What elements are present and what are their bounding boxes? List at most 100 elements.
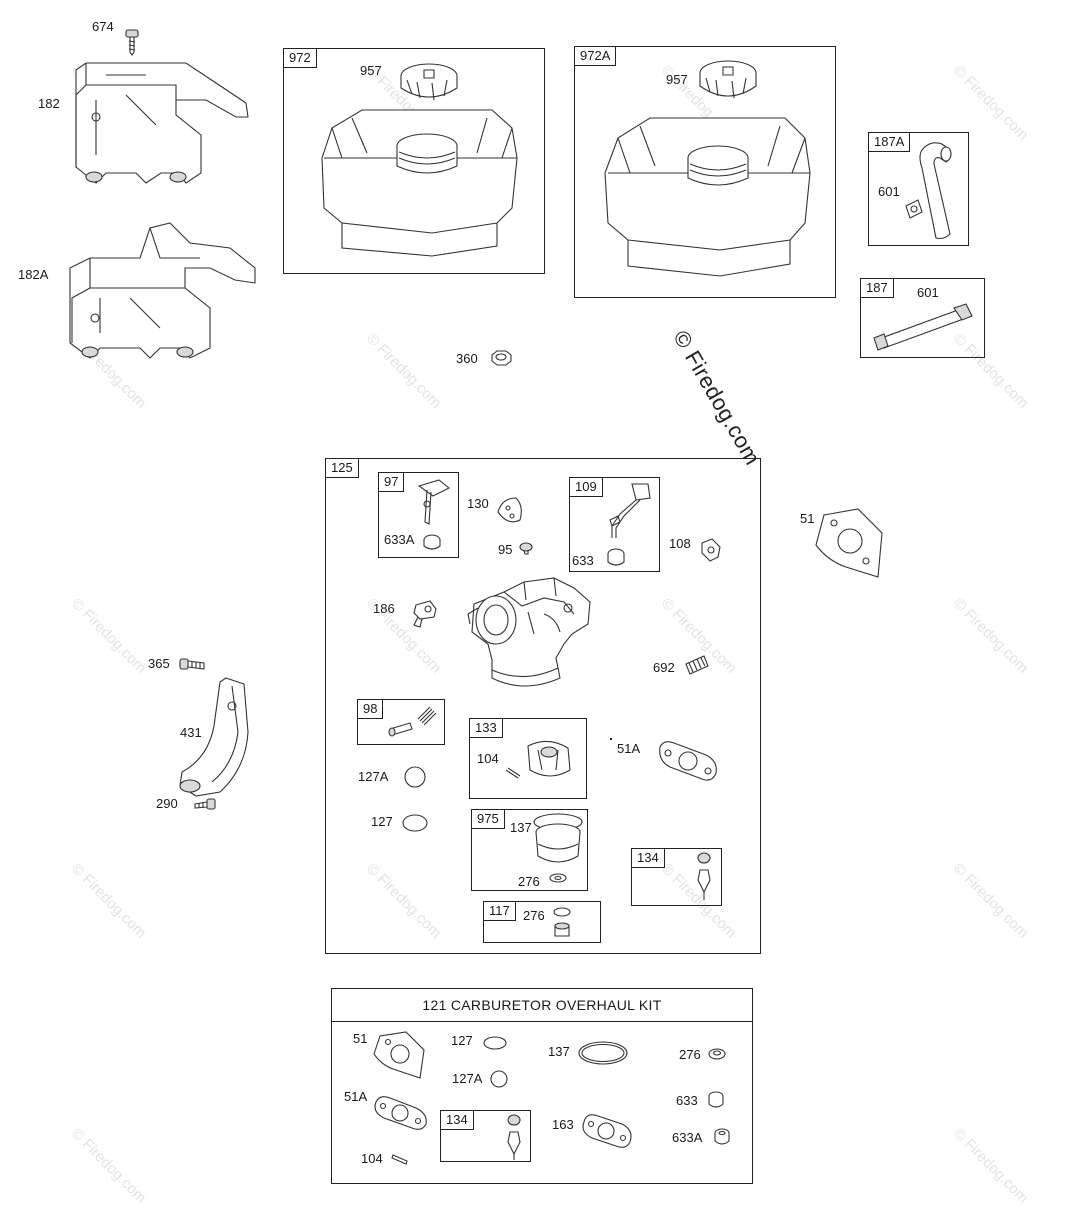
assembly-number: 117	[484, 902, 516, 921]
overhaul-kit-header	[331, 988, 753, 1022]
part-label: 633	[676, 1093, 698, 1108]
part-label: 137	[510, 820, 532, 835]
part-label: 431	[180, 725, 202, 740]
part-label: 957	[360, 63, 382, 78]
part-label: 633	[572, 553, 594, 568]
float-icon	[592, 478, 658, 570]
overhaul-kit-title: 121 CARBURETOR OVERHAUL KIT	[422, 997, 662, 1013]
fuel-line-icon	[900, 138, 964, 242]
assembly-number: 972A	[575, 47, 617, 66]
float-bowl-icon	[498, 730, 580, 792]
part-label: 137	[548, 1044, 570, 1059]
seat-icon	[712, 1127, 732, 1149]
screw-icon	[122, 28, 142, 56]
part-label: 127	[451, 1033, 473, 1048]
watermark: © Firedog.com	[949, 1125, 1032, 1207]
carburetor-icon	[464, 574, 596, 694]
gasket-icon	[368, 1030, 428, 1082]
assembly-box-972A	[574, 46, 836, 298]
assembly-box-97	[378, 472, 459, 558]
screw-icon	[518, 541, 534, 555]
part-label: 692	[653, 660, 675, 675]
part-label: 130	[467, 496, 489, 511]
watermark: © Firedog.com	[949, 595, 1032, 677]
part-label: 95	[498, 542, 513, 557]
welch-plug-icon	[488, 1068, 510, 1090]
intake-elbow-icon	[168, 672, 254, 802]
part-label: 127A	[452, 1071, 483, 1086]
needle-icon	[690, 850, 718, 902]
part-label: 360	[456, 351, 478, 366]
assembly-box-125	[325, 458, 761, 954]
part-label: 108	[669, 536, 691, 551]
watermark: © Firedog.com	[67, 860, 150, 942]
part-label: 104	[361, 1151, 383, 1166]
assembly-number: 98	[358, 700, 384, 719]
pin-icon	[390, 1152, 410, 1166]
part-label: 127A	[358, 769, 389, 784]
washer-icon	[706, 1046, 728, 1062]
part-label: 51A	[344, 1089, 368, 1104]
part-label: 633A	[672, 1130, 703, 1145]
clip-icon	[698, 537, 722, 563]
gasket-icon	[370, 1090, 432, 1136]
assembly-box-134	[631, 848, 722, 906]
watermark: © Firedog.com	[949, 860, 1032, 942]
needle-icon	[500, 1112, 528, 1162]
watermark: © Firedog.com	[362, 330, 445, 412]
o-ring-icon	[576, 1038, 630, 1068]
bowl-nut-icon	[548, 904, 576, 942]
part-label: 104	[477, 751, 499, 766]
fuel-tank-icon	[600, 58, 815, 283]
assembly-box-975	[471, 809, 588, 891]
screw-icon	[193, 797, 217, 813]
gasket-icon	[578, 1108, 636, 1154]
assembly-number: 187	[861, 279, 894, 298]
fuel-tank-icon	[312, 58, 524, 258]
part-label: 51	[353, 1031, 368, 1046]
part-label: 290	[156, 796, 178, 811]
valve-icon	[406, 597, 440, 629]
assembly-number: 133	[470, 719, 503, 738]
assembly-box-133	[469, 718, 587, 799]
part-label: 51A	[617, 741, 641, 756]
part-label: 601	[878, 184, 900, 199]
part-label: 163	[552, 1117, 574, 1132]
watermark: © Firedog.com	[67, 1125, 150, 1207]
part-label: 276	[523, 908, 545, 923]
part-label: 51	[800, 511, 815, 526]
part-label: 365	[148, 656, 170, 671]
gasket-icon	[654, 733, 724, 789]
part-label: 674	[92, 19, 114, 34]
assembly-box-117	[483, 901, 601, 943]
assembly-box-98	[357, 699, 445, 745]
seat-icon	[706, 1090, 726, 1112]
welch-plug-icon	[402, 764, 428, 790]
assembly-box-187A	[868, 132, 969, 246]
brand-watermark: © Firedog.com	[668, 326, 766, 470]
part-label: 182A	[18, 267, 49, 282]
assembly-number: 187A	[869, 133, 911, 152]
assembly-number: 975	[472, 810, 505, 829]
spring-icon	[682, 654, 710, 680]
nut-icon	[488, 349, 514, 367]
idle-screw-icon	[386, 703, 442, 741]
part-label: 601	[917, 285, 939, 300]
bracket-icon	[60, 218, 260, 368]
float-needle-icon	[405, 474, 457, 554]
bracket-icon	[66, 55, 256, 190]
watermark: © Firedog.com	[67, 595, 150, 677]
part-label: 276	[679, 1047, 701, 1062]
fuel-line-icon	[866, 300, 981, 355]
part-label: 276	[518, 874, 540, 889]
welch-plug-icon	[400, 811, 430, 835]
gasket-icon	[806, 505, 886, 583]
part-label: 182	[38, 96, 60, 111]
throttle-plate-icon	[492, 494, 528, 528]
part-label: 633A	[384, 532, 415, 547]
part-label: 957	[666, 72, 688, 87]
assembly-number: 125	[326, 459, 359, 478]
assembly-number: 134	[441, 1111, 474, 1130]
assembly-box-187	[860, 278, 985, 358]
